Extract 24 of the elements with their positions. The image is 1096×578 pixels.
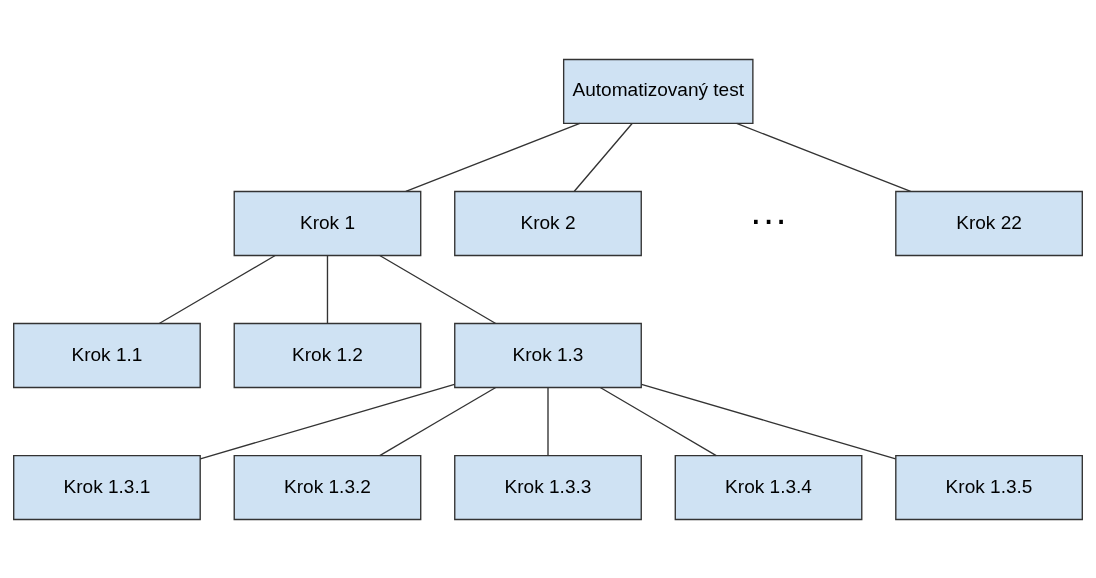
connector [379, 254, 497, 324]
node-box: Krok 2 [454, 190, 642, 256]
node-box: Automatizovaný test [562, 58, 754, 124]
node-box: Krok 1.3.1 [13, 454, 201, 520]
node-box: Krok 1.1 [13, 322, 201, 388]
connector [379, 386, 497, 456]
connector [599, 386, 717, 456]
node-box: Krok 1.2 [233, 322, 422, 388]
connector [405, 122, 581, 192]
connector [158, 254, 276, 324]
connector [547, 386, 549, 456]
connector [199, 383, 456, 459]
node-box: Krok 1 [233, 190, 422, 256]
node-box: Krok 1.3.5 [895, 454, 1083, 520]
connector [640, 383, 897, 459]
label: ··· [749, 198, 788, 241]
node-box: Krok 1.3.4 [674, 454, 863, 520]
node-box: Krok 1.3 [454, 322, 642, 388]
node-box: Krok 1.3.3 [454, 454, 642, 520]
connector [326, 254, 329, 324]
connector [573, 122, 633, 192]
node-box: Krok 22 [895, 190, 1083, 256]
connector [736, 122, 912, 192]
node-box: Krok 1.3.2 [233, 454, 422, 520]
